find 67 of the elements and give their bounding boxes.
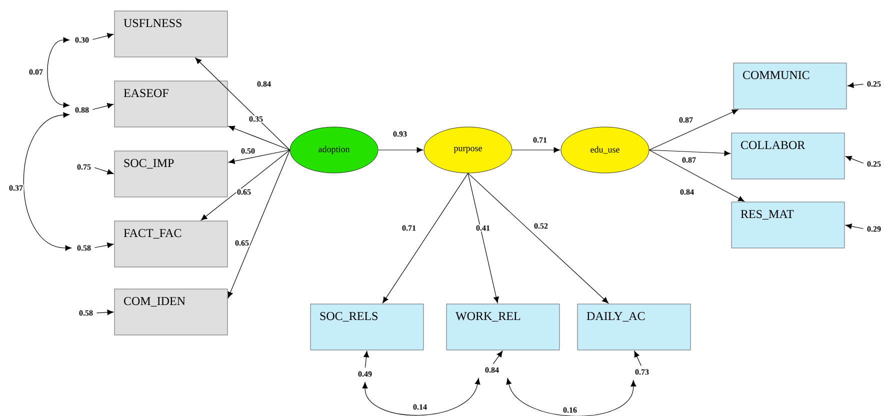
arrow — [23, 112, 72, 251]
arrow — [364, 350, 370, 368]
arrow — [362, 378, 480, 416]
arrow — [468, 172, 608, 304]
arrow — [94, 242, 114, 248]
arrow — [200, 150, 290, 220]
edge-label: 0.71 — [532, 136, 548, 144]
arrow — [228, 150, 290, 164]
edge-label: 0.37 — [8, 184, 24, 192]
edge-label: 0.84 — [256, 80, 272, 88]
arrow — [92, 102, 114, 110]
edge-label: 0.87 — [678, 116, 694, 124]
arrow — [634, 350, 642, 366]
arrow — [94, 167, 114, 175]
arrow — [845, 224, 864, 229]
arrow — [228, 126, 290, 150]
arrow — [648, 109, 738, 150]
edge-label: 0.41 — [475, 224, 491, 232]
edge-label: 0.52 — [533, 222, 549, 230]
edge-label: 0.65 — [236, 188, 252, 196]
arrow — [648, 150, 731, 156]
edge-label: 0.84 — [679, 188, 695, 196]
edge-label: 0.93 — [392, 130, 408, 138]
arrow — [468, 172, 499, 304]
arrow — [512, 147, 560, 153]
error-value: 0.58 — [77, 245, 91, 251]
error-value: 0.75 — [77, 164, 91, 170]
edge-label: 0.71 — [401, 224, 417, 232]
error-value: 0.30 — [75, 37, 89, 43]
error-value: 0.29 — [867, 226, 881, 232]
arrow — [228, 150, 290, 298]
arrow — [96, 310, 114, 316]
variable-box: SOC_IMP — [114, 150, 228, 198]
arrow — [92, 32, 114, 40]
arrow — [492, 350, 503, 364]
arrow — [848, 82, 864, 88]
variable-box: RES_MAT — [731, 202, 845, 248]
variable-box: USFLNESS — [114, 10, 228, 58]
variable-box: WORK_REL — [446, 304, 560, 350]
error-value: 0.25 — [867, 161, 881, 167]
error-value: 0.73 — [635, 369, 649, 375]
edge-label: 0.35 — [248, 115, 264, 123]
variable-box: EASEOF — [114, 80, 228, 128]
error-value: 0.25 — [867, 81, 881, 87]
variable-box: COMMUNIC — [733, 62, 847, 110]
arrow — [506, 378, 636, 416]
edge-label: 0.14 — [412, 403, 428, 411]
arrow — [845, 156, 864, 164]
edge-label: 0.87 — [681, 156, 697, 164]
variable-box: FACT_FAC — [114, 220, 228, 268]
variable-box: COLLABOR — [731, 132, 845, 180]
edge-label: 0.16 — [562, 406, 578, 414]
edge-label: 0.07 — [28, 68, 44, 76]
error-value: 0.88 — [75, 107, 89, 113]
variable-box: SOC_RELS — [310, 304, 424, 350]
arrow — [382, 172, 468, 304]
arrow — [378, 147, 424, 153]
arrow — [195, 58, 290, 150]
arrow — [47, 37, 70, 108]
error-value: 0.58 — [79, 310, 93, 316]
variable-box: DAILY_AC — [577, 304, 691, 350]
edge-label: 0.65 — [234, 239, 250, 247]
error-value: 0.49 — [358, 371, 372, 377]
arrow — [648, 150, 744, 202]
error-value: 0.84 — [485, 367, 499, 373]
edge-label: 0.50 — [240, 147, 256, 155]
variable-box: COM_IDEN — [114, 288, 228, 336]
